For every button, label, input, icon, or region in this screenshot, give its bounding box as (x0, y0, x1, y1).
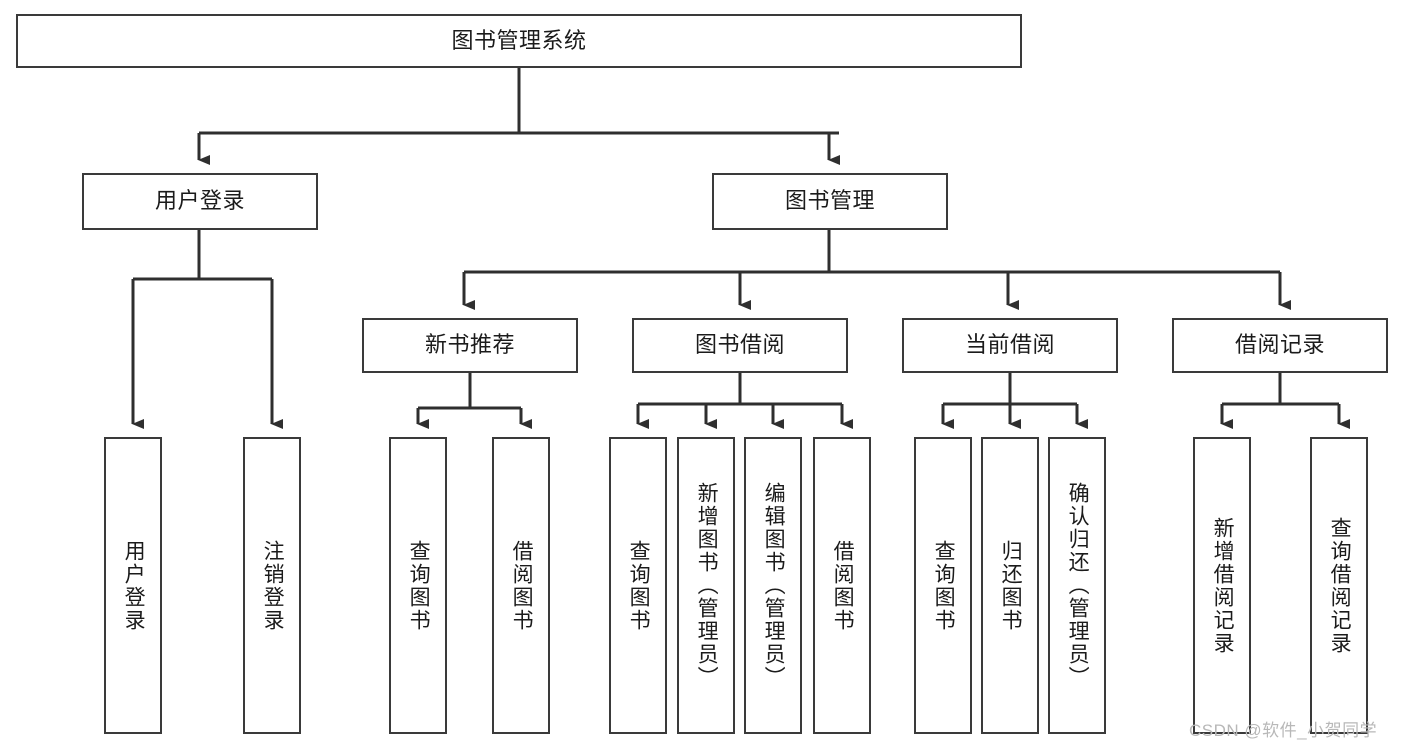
node-label: 确认归还（管理员） (1066, 482, 1090, 689)
leaf-query-book-1[interactable]: 查询图书 (389, 437, 447, 734)
leaf-query-book-3[interactable]: 查询图书 (914, 437, 972, 734)
node-borrow-record[interactable]: 借阅记录 (1172, 318, 1388, 373)
leaf-edit-book[interactable]: 编辑图书（管理员） (744, 437, 802, 734)
leaf-query-book-2[interactable]: 查询图书 (609, 437, 667, 734)
node-label: 编辑图书（管理员） (762, 482, 786, 689)
node-user-login[interactable]: 用户登录 (82, 173, 318, 230)
node-label: 图书管理 (784, 188, 875, 214)
node-label: 图书借阅 (694, 332, 785, 358)
node-label: 用户登录 (122, 539, 146, 632)
node-label: 用户登录 (154, 188, 245, 214)
node-label: 查询图书 (407, 539, 431, 632)
node-label: 注销登录 (261, 539, 285, 632)
node-new-book-recommend[interactable]: 新书推荐 (362, 318, 578, 373)
leaf-borrow-book-1[interactable]: 借阅图书 (492, 437, 550, 734)
node-label: 借阅图书 (510, 539, 534, 632)
node-label: 借阅图书 (831, 539, 855, 632)
node-book-manage[interactable]: 图书管理 (712, 173, 948, 230)
node-label: 查询图书 (627, 539, 651, 632)
leaf-query-borrow-record[interactable]: 查询借阅记录 (1310, 437, 1368, 734)
node-label: 查询图书 (932, 539, 956, 632)
leaf-add-book[interactable]: 新增图书（管理员） (677, 437, 735, 734)
node-label: 当前借阅 (964, 332, 1055, 358)
node-label: 新增图书（管理员） (695, 482, 719, 689)
node-label: 新增借阅记录 (1211, 516, 1235, 655)
node-current-borrow[interactable]: 当前借阅 (902, 318, 1118, 373)
node-label: 图书管理系统 (451, 27, 587, 53)
node-book-management-system[interactable]: 图书管理系统 (16, 14, 1022, 68)
leaf-confirm-return[interactable]: 确认归还（管理员） (1048, 437, 1106, 734)
node-book-borrow[interactable]: 图书借阅 (632, 318, 848, 373)
leaf-logout-login[interactable]: 注销登录 (243, 437, 301, 734)
node-label: 归还图书 (999, 539, 1023, 632)
csdn-watermark: CSDN @软件_小贺同学 (1189, 721, 1378, 740)
leaf-user-login[interactable]: 用户登录 (104, 437, 162, 734)
node-label: 查询借阅记录 (1328, 516, 1352, 655)
leaf-borrow-book-2[interactable]: 借阅图书 (813, 437, 871, 734)
node-label: 借阅记录 (1234, 332, 1325, 358)
leaf-return-book[interactable]: 归还图书 (981, 437, 1039, 734)
leaf-add-borrow-record[interactable]: 新增借阅记录 (1193, 437, 1251, 734)
node-label: 新书推荐 (424, 332, 515, 358)
